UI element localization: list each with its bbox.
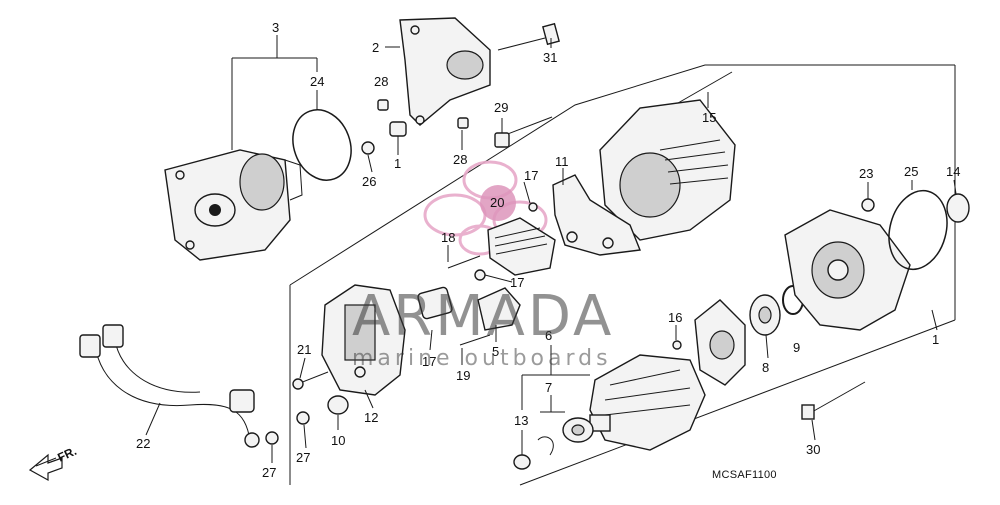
callout-13: 13 xyxy=(514,413,528,428)
callout-11: 11 xyxy=(555,154,569,169)
drive-end-housing xyxy=(599,99,736,241)
front-arrow xyxy=(28,453,63,482)
o-ring-24 xyxy=(292,109,352,181)
bolt-21 xyxy=(292,371,329,390)
callout-27-left: 27 xyxy=(262,465,276,480)
bolt-30 xyxy=(801,381,866,420)
watermark-title: ARMADA xyxy=(352,284,614,349)
cap-28-upper xyxy=(377,99,389,111)
callout-29: 29 xyxy=(494,100,508,115)
callout-30: 30 xyxy=(806,442,820,457)
callout-21: 21 xyxy=(297,342,311,357)
cap-27-right xyxy=(296,411,310,425)
cap-28-lower xyxy=(457,117,469,129)
wire-harness-22 xyxy=(79,324,260,448)
terminal-insulator-5 xyxy=(477,287,521,331)
callout-2: 2 xyxy=(372,40,379,55)
callout-15: 15 xyxy=(702,110,716,125)
callout-9: 9 xyxy=(793,340,800,355)
screw-17-mid xyxy=(474,269,486,281)
bolt-29 xyxy=(494,116,553,148)
drawing-code: MCSAF1100 xyxy=(712,469,777,481)
callout-18: 18 xyxy=(441,230,455,245)
callout-20: 20 xyxy=(490,195,504,210)
callout-1-upper: 1 xyxy=(394,156,401,171)
snap-ring xyxy=(537,436,554,456)
cap-27-left xyxy=(265,431,279,445)
callout-27-right: 27 xyxy=(296,450,310,465)
bearing-7-inner xyxy=(571,424,585,436)
o-ring-25 xyxy=(888,189,948,271)
callout-3: 3 xyxy=(272,20,279,35)
watermark-subtitle: marine outboards xyxy=(352,346,612,371)
callout-22: 22 xyxy=(136,436,150,451)
brush-holder-11 xyxy=(552,174,641,256)
callout-6: 6 xyxy=(545,328,552,343)
collar-1 xyxy=(389,121,407,137)
callout-17-upper: 17 xyxy=(524,168,538,183)
callout-14: 14 xyxy=(946,164,960,179)
rear-cover-12 xyxy=(321,284,406,396)
stud-bolt-15 xyxy=(677,71,733,104)
callout-7: 7 xyxy=(545,380,552,395)
regulator-20 xyxy=(487,217,556,276)
fan-16 xyxy=(694,299,746,386)
bearing-8-inner xyxy=(758,306,772,324)
watermark-flower-center xyxy=(480,185,516,221)
nut-13 xyxy=(513,454,531,470)
screw-19 xyxy=(459,334,491,346)
callout-5: 5 xyxy=(492,344,499,359)
front-label: FR. xyxy=(55,444,78,465)
screw-18 xyxy=(447,255,481,269)
callout-31: 31 xyxy=(543,50,557,65)
bracket-2 xyxy=(399,17,491,126)
callout-28-upper: 28 xyxy=(374,74,388,89)
rear-housing xyxy=(164,149,303,261)
bolt-31 xyxy=(497,22,560,51)
callout-24: 24 xyxy=(310,74,324,89)
callout-19: 19 xyxy=(456,368,470,383)
callout-leaders xyxy=(145,35,957,463)
callout-17-mid: 17 xyxy=(510,275,524,290)
screw-17-upper xyxy=(528,202,538,212)
callout-25: 25 xyxy=(904,164,918,179)
rotor-6 xyxy=(589,354,706,451)
callout-10: 10 xyxy=(331,433,345,448)
screw-16 xyxy=(672,340,682,350)
front-housing xyxy=(784,209,911,331)
assembly-frame xyxy=(289,64,956,486)
grommet-10 xyxy=(327,395,349,415)
nut-23 xyxy=(861,198,875,212)
callout-16: 16 xyxy=(668,310,682,325)
connector-17 xyxy=(417,286,453,320)
nut-26 xyxy=(361,141,375,155)
callout-26: 26 xyxy=(362,174,376,189)
callout-17-lower: 17 xyxy=(422,354,436,369)
seal-14 xyxy=(946,193,970,223)
callout-labels: 3 24 2 31 28 1 26 28 29 15 11 17 20 18 1… xyxy=(136,20,960,480)
callout-1-right: 1 xyxy=(932,332,939,347)
callout-28-lower: 28 xyxy=(453,152,467,167)
callout-8: 8 xyxy=(762,360,769,375)
callout-23: 23 xyxy=(859,166,873,181)
callout-12: 12 xyxy=(364,410,378,425)
